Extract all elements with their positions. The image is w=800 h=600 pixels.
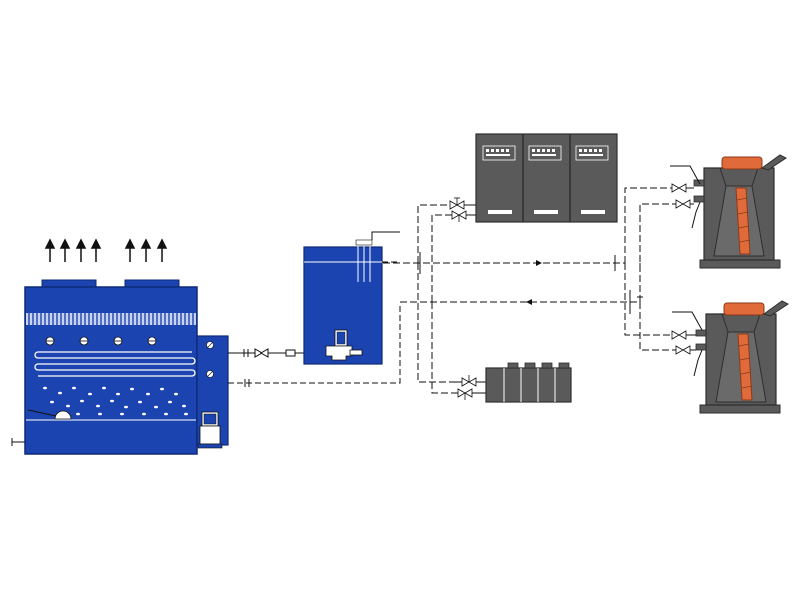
- cabinet-1: [482, 145, 516, 214]
- induction-coil: [735, 187, 751, 255]
- induction-coil: [737, 333, 753, 401]
- fill-media: [26, 313, 196, 325]
- water-tank: [303, 239, 383, 365]
- valve-transformer-return: [457, 388, 473, 400]
- return-line: [400, 203, 676, 394]
- tower-to-tank-line: [228, 348, 304, 358]
- spray-pump-motor: [197, 411, 223, 449]
- return-to-tower-line: [228, 303, 401, 384]
- circulation-pump: [325, 329, 363, 361]
- valve-cabinets-return: [451, 210, 467, 222]
- airflow-arrows: [44, 238, 168, 262]
- valve-furnace-bottom-return: [675, 345, 691, 355]
- valve-transformer-supply: [461, 375, 477, 387]
- cabinet-2: [528, 145, 562, 214]
- cabinet-3: [575, 145, 609, 214]
- valve-cabinets-supply: [449, 197, 465, 210]
- furnace-top: [693, 154, 787, 269]
- cooling-tower: [11, 238, 229, 455]
- spray-nozzles: [45, 336, 157, 346]
- transformer: [485, 362, 572, 403]
- water-droplets: [43, 386, 188, 416]
- valve-furnace-bottom-supply: [671, 330, 687, 340]
- valve-furnace-top-supply: [671, 183, 687, 193]
- control-cabinets: [475, 133, 618, 223]
- heat-exchange-coil: [34, 351, 196, 377]
- supply-line: [383, 187, 672, 383]
- furnace-bottom: [695, 300, 789, 414]
- valve-furnace-top-return: [675, 199, 691, 209]
